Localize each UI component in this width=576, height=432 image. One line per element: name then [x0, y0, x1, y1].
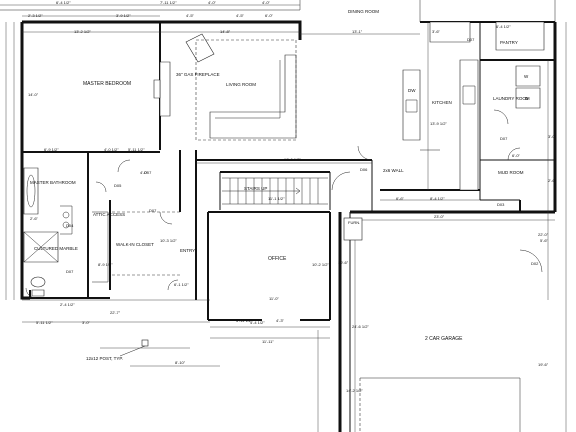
dim-top-8: 4'-0" — [208, 0, 217, 5]
dim-bath-1: 6'-9 1/2" — [44, 147, 59, 152]
dim-top-9: 6'-4 1/2" — [56, 0, 71, 5]
dishwasher-label: DW — [408, 88, 416, 93]
attic-label: ATTIC ACCESS — [93, 212, 125, 217]
post-marker — [119, 339, 149, 357]
door-tags: D04 D05 D06 D07 D07 D07 D07 D07 D03 D02 — [66, 37, 539, 274]
dim-hall-2: 8'-9 1/2" — [98, 262, 113, 267]
door-tag-d07-pantry: D07 — [467, 37, 475, 42]
dim-bot-1: 5'-11 1/2" — [236, 318, 253, 323]
dim-side-4: 6'-0" — [512, 153, 521, 158]
dim-top-3: 7'-11 1/2" — [160, 0, 177, 5]
door-tag-d05: D05 — [114, 183, 122, 188]
dim-bath-2: 2'-6" — [30, 216, 39, 221]
dim-mb-width: 13'-2 1/2" — [74, 29, 91, 34]
living-room-furniture — [185, 33, 297, 141]
kitchen-label: KITCHEN — [432, 100, 452, 105]
dim-mud-1: 6'-6" — [396, 196, 405, 201]
dim-top-4: 4'-5" — [186, 13, 195, 18]
room-labels: DINING ROOM MASTER BEDROOM LIVING ROOM 3… — [30, 9, 530, 361]
dim-garage-width: 23'-0" — [434, 214, 445, 219]
dim-hall-3: 6'-1 1/2" — [174, 282, 189, 287]
master-bath-label: MASTER BATHROOM — [30, 180, 76, 185]
kitchen-fixtures — [402, 21, 479, 191]
dim-living-13: 13'-1" — [352, 29, 363, 34]
dim-hall-4: 4'-0 1/2" — [104, 147, 119, 152]
office-label: OFFICE — [268, 256, 287, 262]
garage-label: 2 CAR GARAGE — [425, 336, 463, 342]
door-tag-d02: D02 — [531, 261, 539, 266]
dim-bot-2: 3'-0" — [82, 320, 91, 325]
dim-hall-5: 2'-4 1/2" — [60, 302, 75, 307]
dim-bot-6: 8'-10" — [175, 360, 186, 365]
dim-stair-run: 11'-1 1/2" — [268, 196, 285, 201]
fireplace-label: 36" GAS FIREPLACE — [176, 72, 220, 77]
bath-fixtures — [23, 167, 73, 297]
dim-garage-2: 14'-2 1/2" — [346, 388, 363, 393]
dim-garage-4: 19'-6" — [538, 362, 549, 367]
dim-top-7: 6'-0" — [265, 13, 274, 18]
dim-living-width: 14'-8" — [220, 29, 231, 34]
dim-top-2: 3'-9 1/2" — [116, 13, 131, 18]
door-tag-d07-closet: D07 — [144, 170, 152, 175]
dryer-label: D — [525, 96, 529, 101]
dim-top-6: 4'-0" — [262, 0, 271, 5]
master-bedroom-label: MASTER BEDROOM — [83, 81, 131, 87]
dining-label: DINING ROOM — [348, 9, 379, 14]
door-tag-d07-hall: D07 — [149, 208, 157, 213]
dim-side-5: 3'-0" — [548, 134, 557, 139]
post-note-label: 12x12 POST, TYP. — [86, 356, 123, 361]
dim-garage-1: 24'-6 1/2" — [352, 324, 369, 329]
dim-office-height: 10'-2 1/2" — [312, 262, 329, 267]
furnace — [343, 217, 363, 241]
dim-mb-height: 14'-0" — [28, 92, 39, 97]
dimension-lines — [0, 4, 567, 432]
dim-side-1: 22'-0" — [538, 232, 549, 237]
wall-note-label: 2x6 WALL — [383, 168, 404, 173]
door-tag-d04: D04 — [66, 223, 74, 228]
door-tag-d07-bath: D07 — [66, 269, 74, 274]
dim-office-width: 11'-0" — [269, 296, 279, 301]
dim-side-6: 2'-6" — [548, 178, 557, 183]
laundry-label: LAUNDRY ROOM — [493, 96, 530, 101]
washer-label: W — [524, 74, 529, 79]
laundry-fixtures — [495, 21, 545, 109]
dim-closet: 4'-4 1/2" — [250, 320, 265, 325]
dim-side-3: 8'-4 1/2" — [430, 196, 445, 201]
dim-bot-4: 11'-11" — [262, 339, 274, 344]
mud-room-label: MUD ROOM — [498, 170, 524, 175]
dim-garage-3: 10'-6" — [338, 260, 349, 265]
dimension-labels: 2'-3 1/2" 3'-9 1/2" 7'-11 1/2" 4'-5" 4'-… — [28, 0, 557, 393]
dim-stair-width: 18'-0 1/2" — [284, 157, 301, 162]
door-tag-d06: D06 — [360, 167, 368, 172]
garage-slab — [359, 377, 521, 432]
fireplace-fixture — [153, 61, 171, 117]
dim-bot-3: 22'-7" — [110, 310, 121, 315]
door-tag-d07-laundry: D07 — [500, 136, 508, 141]
dim-top-5: 4'-5" — [236, 13, 245, 18]
dim-top-10: 6'-4 1/2" — [496, 24, 511, 29]
dim-entry-width: 10'-3 1/2" — [160, 238, 177, 243]
door-swings — [25, 109, 543, 299]
furn-label: FURN. — [348, 220, 360, 225]
dim-bot-5: 4'-3" — [276, 318, 285, 323]
dim-side-2: 5'-6" — [540, 238, 549, 243]
pantry-label: PANTRY — [500, 40, 518, 45]
dim-bath-3: 5'-11 1/2" — [128, 147, 145, 152]
stairs-label: STAIRS UP — [244, 186, 267, 191]
stairs — [222, 177, 328, 205]
living-room-label: LIVING ROOM — [226, 82, 256, 87]
dim-hall-6: 4'-0" — [140, 170, 149, 175]
appliance-labels: DW W D — [408, 74, 529, 101]
walk-in-closet-label: WALK-IN CLOSET — [116, 242, 154, 247]
closet-shelving — [92, 211, 180, 283]
entry-label: ENTRY — [180, 248, 195, 253]
door-tag-d03: D03 — [497, 202, 505, 207]
dim-kitchen-height: 13'-9 1/2" — [430, 121, 447, 126]
dim-dining-offset: 3'-6" — [432, 29, 441, 34]
dim-top-1: 2'-3 1/2" — [28, 13, 43, 18]
cultured-marble-label: CULTURED MARBLE — [34, 246, 78, 251]
dim-hall-1: 5'-11 1/2" — [36, 320, 53, 325]
